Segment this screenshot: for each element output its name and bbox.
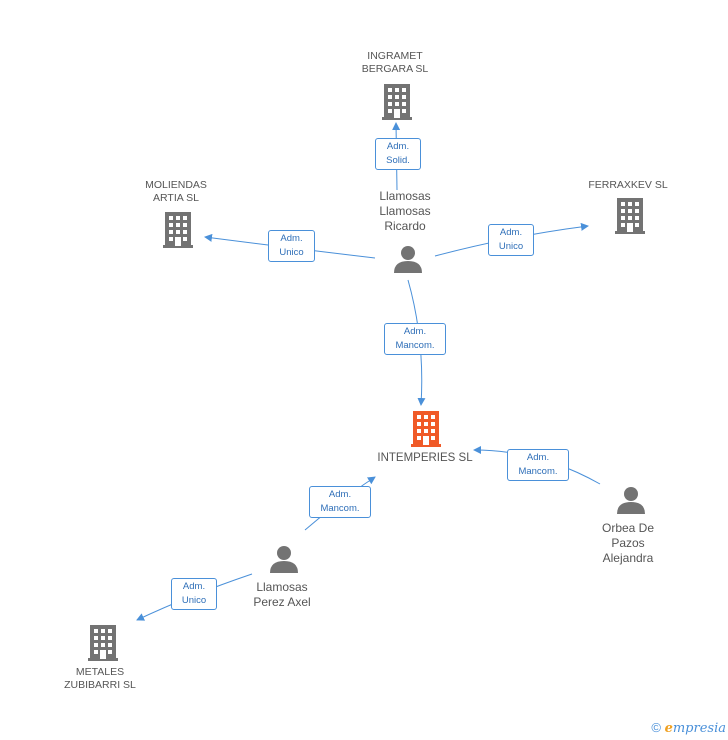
person-icon-ricardo[interactable] [394,245,422,273]
building-icon-moliendas[interactable] [163,212,193,248]
node-label-ingramet[interactable]: INGRAMET BERGARA SL [361,50,429,75]
edge-label-ricardo-intemperies: Adm. Mancom. [384,323,446,355]
edge-label-alejandra-intemperies: Adm. Mancom. [507,449,569,481]
person-icon-axel[interactable] [270,545,298,573]
brand-logo: empresia [664,721,726,736]
edge-label-ricardo-ferraxkev: Adm. Unico [488,224,534,256]
building-icon-ferraxkev[interactable] [615,198,645,234]
edge-label-ricardo-ingramet: Adm. Solid. [375,138,421,170]
person-label-axel[interactable]: Llamosas Perez Axel [253,580,311,609]
building-icon-intemperies[interactable] [411,411,441,447]
building-icon-metales[interactable] [88,625,118,661]
node-label-metales[interactable]: METALES ZUBIBARRI SL [64,666,136,691]
node-label-intemperies[interactable]: INTEMPERIES SL [377,452,473,464]
person-icon-alejandra[interactable] [617,486,645,514]
node-label-moliendas[interactable]: MOLIENDAS ARTIA SL [145,179,207,204]
copyright-symbol: © [651,720,661,735]
building-icon-ingramet[interactable] [382,84,412,120]
node-label-ferraxkev[interactable]: FERRAXKEV SL [588,179,668,191]
person-label-ricardo[interactable]: Llamosas Llamosas Ricardo [379,189,431,233]
person-label-alejandra[interactable]: Orbea De Pazos Alejandra [601,521,655,565]
footer-brand: © empresia [651,720,726,736]
edge-label-axel-intemperies: Adm. Mancom. [309,486,371,518]
edge-label-axel-metales: Adm. Unico [171,578,217,610]
edge-label-ricardo-moliendas: Adm. Unico [268,230,315,262]
